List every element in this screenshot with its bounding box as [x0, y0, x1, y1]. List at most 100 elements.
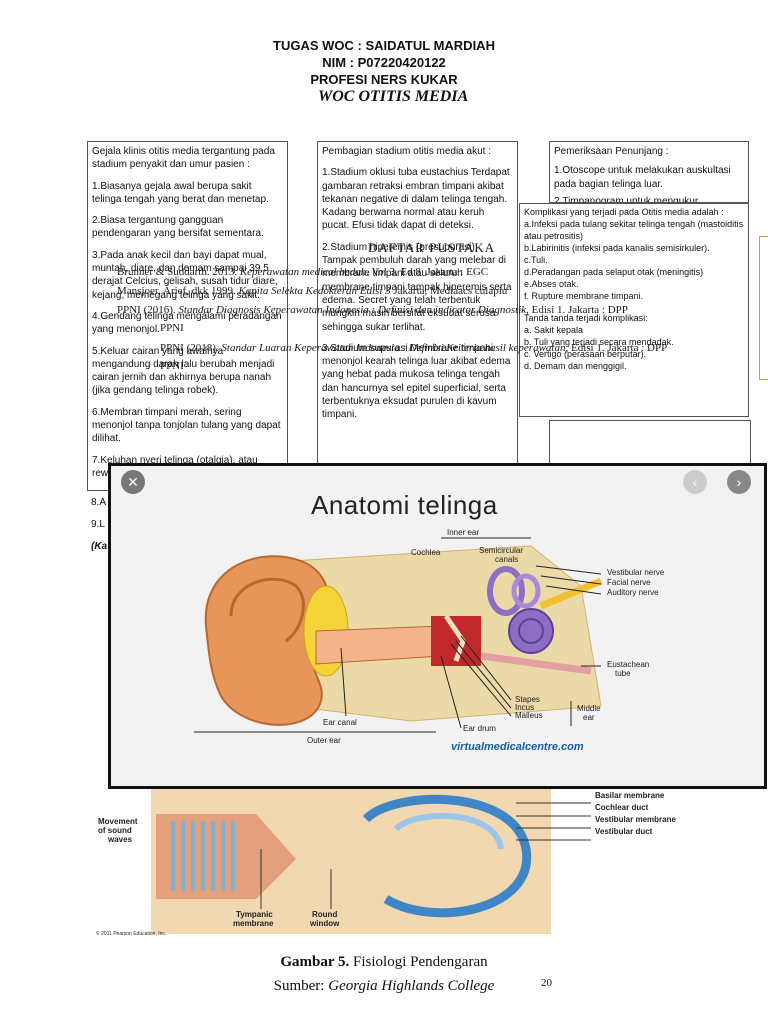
label-auditory-nerve: Auditory nerve [607, 588, 659, 597]
page-number: 20 [541, 977, 552, 989]
ref-rest: . Vol 3. Ed 8. Jakarta : EGC [366, 266, 489, 278]
komplikasi-intro: Komplikasi yang terjadi pada Otitis medi… [524, 207, 724, 217]
label-incus: Incus [515, 703, 535, 712]
label-facial-nerve: Facial nerve [607, 578, 651, 587]
source-label: Sumber: [273, 978, 329, 994]
ref-title: Keperawatan medical bedah [239, 266, 367, 278]
label-middle-ear-2: ear [583, 713, 595, 722]
label-window: window [310, 919, 340, 928]
pustaka-ref-cont: PPNI [160, 360, 184, 372]
gejala-item: 9.L [91, 519, 105, 530]
gejala-item: 4.Gendang telinga mengalami peradangan y… [92, 310, 282, 336]
komplikasi-item: c.Tuli. [524, 255, 548, 265]
gejala-item: 6.Membran timpani merah, sering menonjol… [92, 406, 281, 445]
gejala-intro: Gejala klinis otitis media tergantung pa… [92, 146, 275, 171]
author-line: TUGAS WOC : SAIDATUL MARDIAH [273, 38, 495, 53]
ref-title: Kapita Selekta Kedokteran Edisi 3 [238, 285, 391, 297]
tanda-item: c. Vertigo (perasaan berputar). [524, 349, 647, 359]
komplikasi-item: f. Rupture membrane timpani. [524, 291, 644, 301]
tanda-item: a. Sakit kepala [524, 325, 584, 335]
label-tube: tube [615, 669, 631, 678]
stadium-intro: Pembagian stadium otitis media akut : [322, 146, 491, 157]
label-canals: canals [495, 555, 519, 564]
anatomy-title: Anatomi telinga [311, 490, 498, 520]
ref-rest: Jakarta, Mediaacs culapiu [390, 285, 508, 297]
nim-line: NIM : P07220420122 [322, 55, 446, 70]
physiology-illustration [151, 789, 591, 934]
gejala-klinis-box: Gejala klinis otitis media tergantung pa… [87, 141, 288, 491]
label-basilar: Basilar membrane [595, 791, 665, 800]
tanda-item: b. Tuli yang terjadi secara mendadak. [524, 337, 674, 347]
gejala-item: 8.A [91, 497, 107, 508]
caption-bold: Gambar 5. [280, 954, 350, 970]
chevron-right-icon[interactable]: › [727, 470, 751, 494]
label-tympanic: Tympanic [236, 910, 273, 919]
chevron-left-icon[interactable]: ‹ [683, 470, 707, 494]
label-movement: Movement [98, 817, 138, 826]
stadium-box: Pembagian stadium otitis media akut : 1.… [317, 141, 518, 466]
document-title: WOC OTITIS MEDIA [318, 88, 469, 105]
stadium-item: 3.Stadium supurasi Membrane timpani meno… [322, 342, 511, 421]
caption-text: Fisiologi Pendengaran [349, 954, 488, 970]
ear-illustration [194, 537, 603, 733]
label-vestibular-membrane: Vestibular membrane [595, 815, 676, 824]
ref-author: PPNI (2016). [117, 304, 179, 316]
label-waves: waves [108, 835, 133, 844]
label-vestibular-duct: Vestibular duct [595, 827, 653, 836]
pustaka-ref: Mansjoer, Arief, dkk 1999. Kapita Selekt… [117, 285, 507, 297]
pustaka-heading: DAFTAR PUSTAKA [368, 240, 496, 255]
ref-title: Standar Diagnosis Keperawatan Indonesia … [178, 304, 527, 316]
label-eustachean: Eustachean [607, 660, 650, 669]
pemeriksaan-item: 1.Otoscope untuk melakukan auskultasi pa… [554, 165, 731, 190]
komplikasi-item: a.Infeksi pada tulang sekitar telinga te… [524, 219, 744, 241]
label-semicircular: Semicircular [479, 546, 524, 555]
label-stapes: Stapes [515, 695, 540, 704]
gejala-item: 5.Keluar cairan yang awalnya mengandung … [92, 345, 275, 397]
tanda-item: d. Demam dan menggigil. [524, 361, 627, 371]
label-vestibular-nerve: Vestibular nerve [607, 568, 665, 577]
figure-source: Sumber: Georgia Highlands College [0, 978, 768, 995]
label-round: Round [312, 910, 338, 919]
ref-author: PPNI (2018). [160, 342, 222, 354]
close-icon[interactable]: ✕ [121, 470, 145, 494]
ref-rest: , Edisi 1. Jakarta : DPP [565, 342, 668, 354]
ref-title: Standar Luaran Keperawatan Indonesia : D… [221, 342, 566, 354]
pemeriksaan-item: 2.Timpanogram untuk mengukur [554, 195, 699, 203]
komplikasi-box: Komplikasi yang terjadi pada Otitis medi… [519, 203, 749, 417]
gejala-item: (Ka [91, 541, 108, 552]
label-inner-ear: Inner ear [447, 528, 480, 537]
label-ear-drum: Ear drum [463, 724, 496, 733]
pustaka-ref: Brunner & Suddarth. 2013. Keperawatan me… [117, 266, 488, 278]
pustaka-ref: PPNI (2018). Standar Luaran Keperawatan … [160, 342, 667, 354]
program-line: PROFESI NERS KUKAR [310, 72, 458, 87]
label-outer-ear: Outer ear [307, 736, 341, 745]
pustaka-ref: PPNI (2016). Standar Diagnosis Keperawat… [117, 304, 628, 316]
tanda-intro: Tanda tanda terjadi komplikasi: [524, 313, 648, 323]
label-middle-ear: Middle [577, 704, 601, 713]
orange-frame-mark [759, 236, 768, 380]
komplikasi-item: b.Labirinitis (infeksi pada kanalis semi… [524, 243, 710, 253]
figure-caption: Gambar 5. Fisiologi Pendengaran [0, 954, 768, 971]
pemeriksaan-box-lower [549, 420, 751, 466]
stadium-item: 2.Stadium hiperemis (presupurasi). Tampa… [322, 241, 512, 333]
label-cochlear-duct: Cochlear duct [595, 803, 649, 812]
komplikasi-item: e.Abses otak. [524, 279, 579, 289]
label-cochlea: Cochlea [411, 548, 441, 557]
copyright: © 2011 Pearson Education, Inc. [96, 931, 167, 937]
label-of-sound: of sound [98, 826, 132, 835]
pemeriksaan-box: Pemeriksaan Penunjang : 1.Otoscope untuk… [549, 141, 749, 203]
watermark-text: virtualmedicalcentre.com [451, 741, 584, 753]
source-text: Georgia Highlands College [328, 978, 495, 994]
ref-author: Mansjoer, Arief, dkk 1999. [117, 285, 239, 297]
ref-rest: , Edisi 1. Jakarta : DPP [526, 304, 628, 316]
gejala-item: 3.Pada anak kecil dan bayi dapat mual, m… [92, 249, 278, 301]
gejala-item: 1.Biasanya gejala awal berupa sakit teli… [92, 180, 269, 205]
komplikasi-item: d.Peradangan pada selaput otak (meningit… [524, 267, 704, 277]
label-malleus: Malleus [515, 711, 543, 720]
pemeriksaan-intro: Pemeriksaan Penunjang : [554, 146, 669, 157]
stadium-item: 1.Stadium oklusi tuba eustachius Terdapa… [322, 167, 510, 232]
pustaka-ref-cont: PPNI [160, 322, 184, 334]
anatomy-image-panel: ✕ ‹ › Anatomi telinga [108, 463, 767, 789]
gejala-item: 2.Biasa tergantung gangguan pendengaran … [92, 215, 264, 240]
label-membrane: membrane [233, 919, 274, 928]
